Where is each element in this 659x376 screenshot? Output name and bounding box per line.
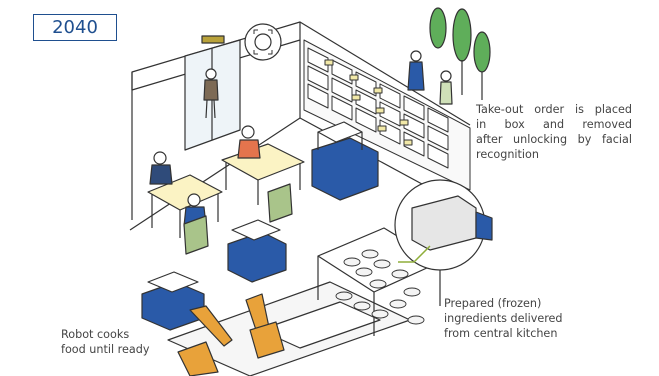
- table-right: [221, 143, 305, 181]
- callout-line: recognition: [476, 148, 539, 161]
- callout-line: from central kitchen: [444, 327, 558, 340]
- callout-line: food until ready: [61, 343, 150, 356]
- robot-arms: [177, 293, 285, 376]
- callout-takeout-order: Take-out order is placed in box and remo…: [476, 102, 632, 162]
- right-wall-top: [299, 21, 471, 126]
- chair-right: [267, 183, 293, 223]
- callout-line: Prepared (frozen): [444, 297, 542, 310]
- callout-line: Take-out order is placed: [476, 103, 632, 116]
- chair-left: [183, 215, 209, 255]
- callout-line: ingredients delivered: [444, 312, 563, 325]
- callout-prepared-ingredients: Prepared (frozen) ingredients delivered …: [444, 296, 604, 341]
- trees: [429, 7, 491, 100]
- callout-line: in box and removed: [476, 118, 632, 131]
- take-out-lockers: [303, 39, 471, 191]
- security-camera: [201, 35, 225, 44]
- serving-robot-middle: [227, 219, 287, 283]
- person-at-door: [203, 68, 219, 119]
- serving-robot-left: [141, 271, 205, 331]
- conveyor-belt: [259, 301, 381, 349]
- outside-customers: [407, 50, 453, 105]
- delivery-path: [398, 245, 431, 263]
- delivery-truck: [411, 195, 493, 251]
- serving-robot-right: [311, 121, 379, 201]
- person-left-table: [149, 151, 173, 185]
- callout-line: Robot cooks: [61, 328, 130, 341]
- callout-robot-cooks: Robot cooks food until ready: [61, 327, 181, 357]
- table-left: [147, 174, 223, 211]
- year-label: 2040: [33, 14, 117, 41]
- person-right-table: [237, 125, 261, 159]
- callout-line: after unlocking by facial: [476, 133, 632, 146]
